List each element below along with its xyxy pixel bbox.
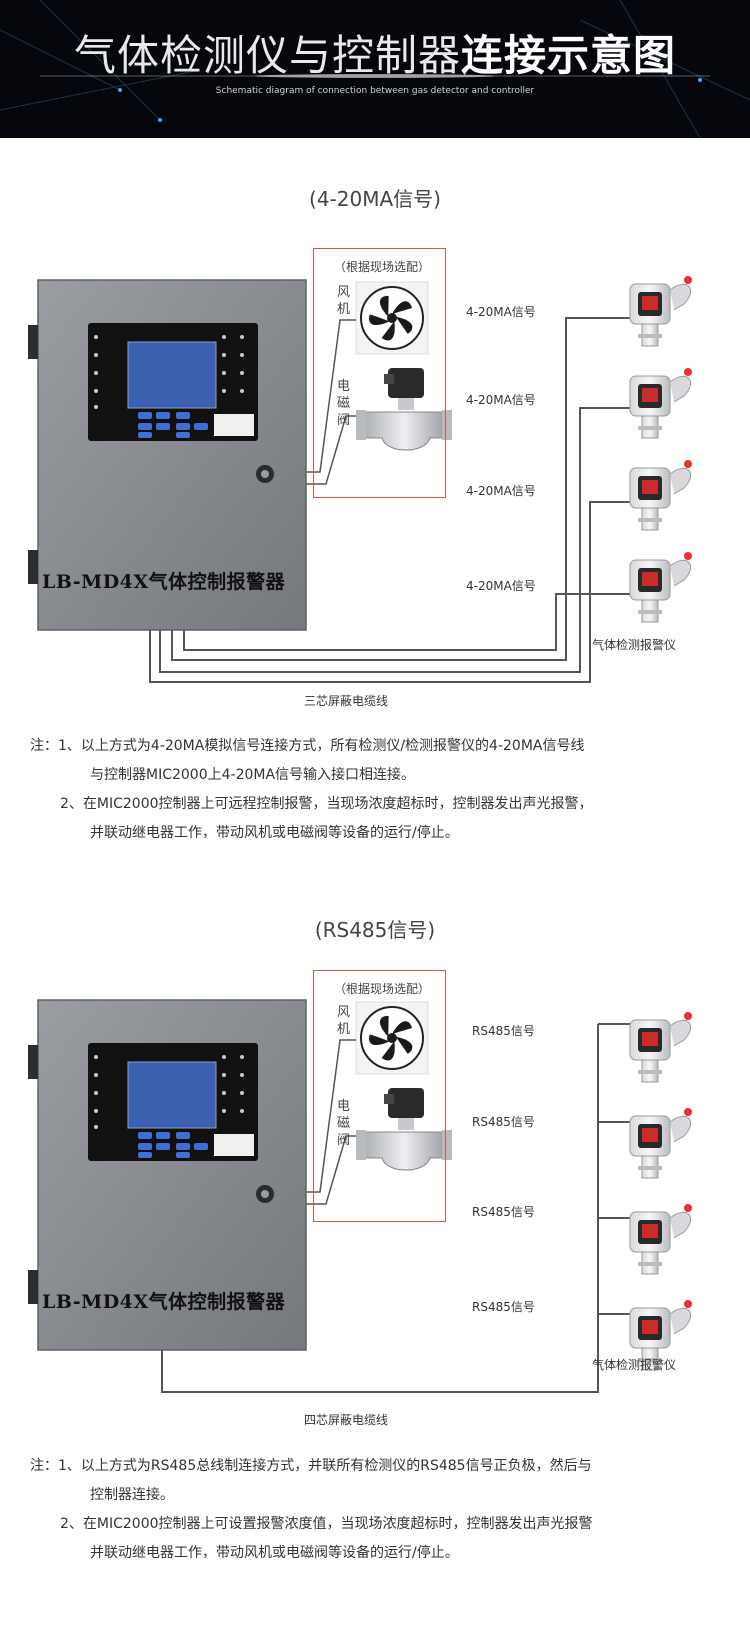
banner-background-graphic — [0, 0, 750, 138]
detector-label: 气体检测报警仪 — [592, 638, 677, 652]
section1-diagram-graphic — [28, 276, 693, 683]
signal-label: RS485信号 — [472, 1300, 535, 1314]
gas-detector-icon — [629, 276, 692, 347]
panel-keypad — [138, 412, 208, 438]
controller-cabinet — [28, 279, 307, 631]
fan-icon — [355, 281, 429, 355]
signal-label: RS485信号 — [472, 1205, 535, 1219]
note-line: 2、在MIC2000控制器上可设置报警浓度值，当现场浓度超标时，控制器发出声光报… — [60, 1516, 593, 1532]
signal-label: 4-20MA信号 — [466, 393, 536, 407]
section1-diagram: （根据现场选配） 风机 电磁阀 LB-MD4X气体控制报警器 4-20MA信号 … — [0, 240, 750, 720]
controller-model-label: LB-MD4X气体控制报警器 — [42, 571, 286, 593]
header-banner: 气体检测仪与控制器连接示意图 Schematic diagram of conn… — [0, 0, 750, 138]
note-line: 并联动继电器工作，带动风机或电磁阀等设备的运行/停止。 — [90, 1545, 459, 1561]
section2-diagram-graphic — [28, 999, 693, 1393]
optional-equipment-label: （根据现场选配） — [334, 982, 431, 996]
section1-notes: 注：1、以上方式为4-20MA模拟信号连接方式，所有检测仪/检测报警仪的4-20… — [30, 732, 730, 848]
cable-label: 四芯屏蔽电缆线 — [304, 1413, 389, 1427]
rs485-bus-wiring — [161, 1023, 630, 1393]
note-line: 控制器连接。 — [90, 1487, 174, 1503]
note-line: 注：1、以上方式为4-20MA模拟信号连接方式，所有检测仪/检测报警仪的4-20… — [30, 738, 585, 754]
panel-keypad — [138, 1132, 208, 1158]
optional-equipment-box — [313, 248, 446, 498]
controller-model-label: LB-MD4X气体控制报警器 — [42, 1291, 286, 1313]
hinge-icon — [28, 1045, 38, 1079]
note-line: 注：1、以上方式为RS485总线制连接方式，并联所有检测仪的RS485信号正负极… — [30, 1458, 592, 1474]
hinge-icon — [28, 1270, 38, 1304]
signal-label: RS485信号 — [472, 1115, 535, 1129]
detector-label: 气体检测报警仪 — [592, 1358, 677, 1372]
section2-title: (RS485信号) — [314, 918, 436, 942]
fan-label: 风机 — [337, 285, 351, 317]
signal-label: 4-20MA信号 — [466, 579, 536, 593]
fan-icon — [355, 1001, 429, 1075]
signal-label: 4-20MA信号 — [466, 484, 536, 498]
valve-label: 电磁阀 — [337, 379, 351, 428]
banner-title-light: 气体检测仪与控制器 — [73, 31, 461, 80]
solenoid-valve-icon — [356, 368, 452, 451]
controller-cabinet — [28, 999, 307, 1351]
lcd-screen — [127, 1061, 217, 1129]
hinge-icon — [28, 325, 38, 359]
note-line: 与控制器MIC2000上4-20MA信号输入接口相连接。 — [90, 767, 416, 783]
valve-label: 电磁阀 — [337, 1099, 351, 1148]
optional-equipment-box — [313, 970, 446, 1222]
panel-nameplate — [214, 414, 254, 436]
section2-diagram: （根据现场选配） 风机 电磁阀 LB-MD4X气体控制报警器 RS485信号 R… — [0, 960, 750, 1440]
cable-label: 三芯屏蔽电缆线 — [304, 694, 389, 708]
signal-label: 4-20MA信号 — [466, 305, 536, 319]
signal-wiring — [149, 317, 630, 683]
panel-nameplate — [214, 1134, 254, 1156]
optional-equipment-label: （根据现场选配） — [334, 260, 431, 274]
signal-label: RS485信号 — [472, 1024, 535, 1038]
lcd-screen — [127, 341, 217, 409]
controller-panel — [88, 323, 258, 441]
note-line: 2、在MIC2000控制器上可远程控制报警，当现场浓度超标时，控制器发出声光报警… — [60, 796, 593, 812]
note-line: 并联动继电器工作，带动风机或电磁阀等设备的运行/停止。 — [90, 825, 459, 841]
fan-label: 风机 — [337, 1005, 351, 1037]
section2-notes: 注：1、以上方式为RS485总线制连接方式，并联所有检测仪的RS485信号正负极… — [30, 1452, 730, 1568]
banner-title-bold: 连接示意图 — [461, 31, 677, 80]
section1-title: (4-20MA信号) — [309, 187, 441, 211]
banner-title: 气体检测仪与控制器连接示意图 — [0, 22, 750, 83]
controller-panel — [88, 1043, 258, 1161]
banner-subtitle: Schematic diagram of connection between … — [215, 86, 535, 96]
hinge-icon — [28, 550, 38, 584]
solenoid-valve-icon — [356, 1088, 452, 1171]
